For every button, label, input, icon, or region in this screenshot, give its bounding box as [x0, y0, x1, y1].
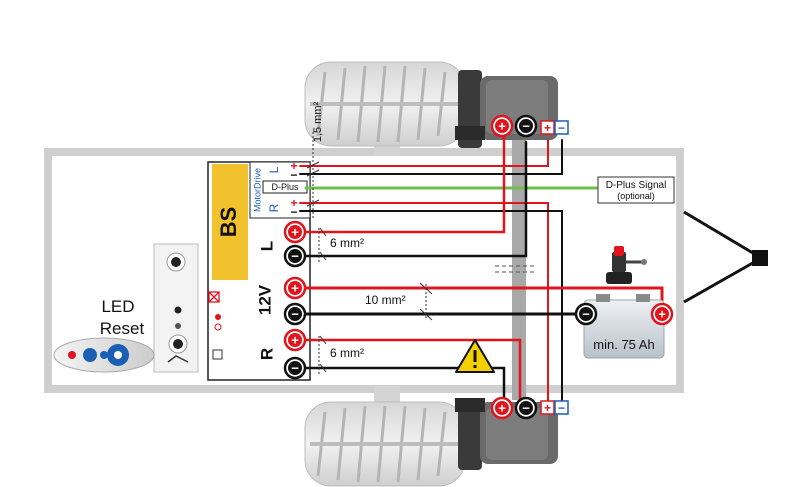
channel-l-label: L — [267, 166, 281, 173]
motor-top-signal: + − — [540, 120, 569, 135]
terminal-r-plus: + — [283, 328, 307, 352]
led-ring-icon — [214, 323, 222, 331]
signal-gauge-label: 1,5 mm² — [312, 101, 324, 142]
center-rail — [512, 140, 526, 400]
motor-bottom-minus: − — [514, 396, 538, 420]
minus-symbol: − — [291, 249, 299, 264]
control-unit: BS MotorDrive L R D-Plus L 12V R — [207, 161, 311, 381]
plus-symbol: + — [658, 307, 666, 322]
motor-r-gauge-label: 6 mm² — [330, 346, 364, 360]
wheel-bottom — [304, 401, 466, 487]
plus-symbol: + — [544, 401, 551, 415]
plus-symbol: + — [544, 121, 551, 135]
reset-label: Reset — [100, 319, 145, 338]
crossed-box-icon — [208, 291, 220, 303]
minus-symbol: − — [522, 119, 530, 134]
motor-l-gauge-label: 6 mm² — [330, 236, 364, 250]
terminal-l-minus: − — [283, 244, 307, 268]
led-label: LED — [101, 297, 134, 316]
handheld-remote — [53, 337, 155, 373]
plus-symbol: + — [290, 159, 297, 173]
bs-label: BS — [216, 207, 241, 238]
terminal-12v-plus: + — [283, 276, 307, 300]
bs-box — [212, 164, 248, 280]
motor-bottom-plus: + — [490, 396, 514, 420]
plus-symbol: + — [498, 401, 506, 416]
terminal-l-plus: + — [283, 220, 307, 244]
battery: min. 75 Ah — [583, 294, 665, 359]
minus-symbol: − — [290, 168, 297, 182]
minus-symbol: − — [290, 205, 297, 219]
battery-capacity-label: min. 75 Ah — [593, 337, 654, 352]
plus-symbol: + — [291, 225, 299, 240]
minus-symbol: − — [558, 401, 565, 415]
battery-switch-icon — [606, 246, 647, 284]
battery-plus-terminal: + — [650, 302, 674, 326]
dplus-signal-line2: (optional) — [617, 191, 655, 201]
motor-top-plus: + — [490, 114, 514, 138]
minus-symbol: − — [558, 121, 565, 135]
out-12v-label: 12V — [255, 284, 274, 315]
minus-symbol: − — [291, 361, 299, 376]
gauge-markers — [306, 132, 433, 374]
plus-symbol: + — [290, 196, 297, 210]
motor-top-minus: − — [514, 114, 538, 138]
warning-icon — [455, 339, 495, 373]
terminal-r-minus: − — [283, 356, 307, 380]
motordrive-label: MotorDrive — [252, 168, 262, 212]
motor-bottom — [455, 398, 558, 470]
minus-symbol: − — [522, 401, 530, 416]
wheel-top — [304, 61, 466, 147]
led-dot-icon — [215, 314, 221, 320]
dplus-signal-box: D-Plus Signal (optional) — [597, 176, 675, 204]
terminal-12v-minus: − — [283, 302, 307, 326]
battery-minus-terminal: − — [574, 302, 598, 326]
wires — [299, 136, 664, 405]
minus-symbol: − — [291, 307, 299, 322]
channel-r-label: R — [267, 203, 281, 212]
battery-gauge-label: 10 mm² — [365, 293, 406, 307]
signal-terminals-unit: + − + − — [290, 159, 297, 219]
out-r-label: R — [257, 348, 276, 360]
dplus-signal-line1: D-Plus Signal — [606, 180, 667, 191]
dplus-label: D-Plus — [271, 182, 299, 192]
minus-symbol: − — [582, 307, 590, 322]
remote-panel — [153, 243, 199, 373]
plus-symbol: + — [498, 119, 506, 134]
square-icon — [212, 349, 223, 360]
out-l-label: L — [257, 241, 276, 251]
plus-symbol: + — [291, 333, 299, 348]
motor-bottom-signal: + − — [540, 400, 569, 415]
rail-markers — [495, 265, 537, 273]
plus-symbol: + — [291, 281, 299, 296]
